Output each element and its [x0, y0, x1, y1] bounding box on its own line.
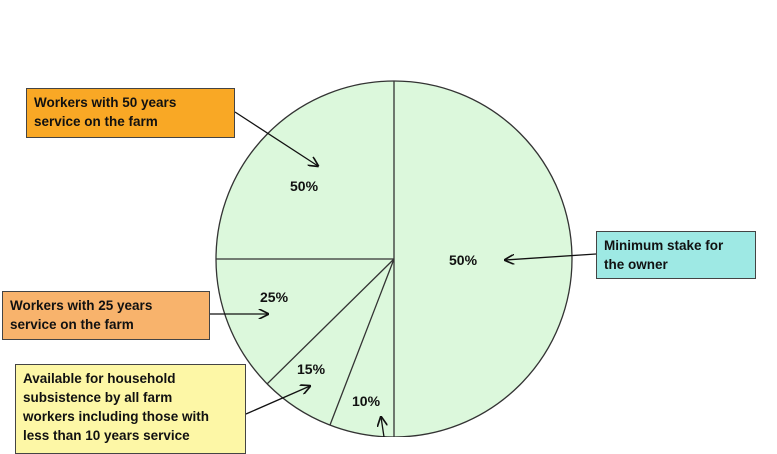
- callout-household-subsistence: Available for household subsistence by a…: [15, 364, 246, 454]
- slice-label-15: 15%: [297, 361, 326, 377]
- callout-household-line3: workers including those with: [23, 409, 210, 424]
- callout-owner-stake-line2: the owner: [604, 257, 668, 272]
- pie-dividers: [216, 81, 395, 437]
- callout-household-line2: subsistence by all farm: [23, 390, 173, 405]
- callout-workers-25-years-line2: service on the farm: [10, 317, 134, 332]
- divider-15-10: [329, 258, 395, 426]
- pie-diagram: 50% 10% 15% 25% 50%: [210, 80, 597, 437]
- connector-arrows: [210, 111, 597, 437]
- callout-owner-stake-line1: Minimum stake for: [604, 238, 724, 253]
- arrow-10: [381, 417, 384, 437]
- arrow-household: [245, 386, 310, 415]
- slice-label-10: 10%: [352, 393, 381, 409]
- callout-workers-50-years: Workers with 50 years service on the far…: [26, 88, 235, 138]
- divider-25-15: [266, 258, 395, 385]
- callout-owner-stake: Minimum stake for the owner: [596, 231, 756, 279]
- callout-workers-50-years-line2: service on the farm: [34, 114, 158, 129]
- callout-workers-25-years-line1: Workers with 25 years: [10, 298, 153, 313]
- slice-label-50-workers: 50%: [290, 178, 319, 194]
- arrow-owner: [505, 253, 597, 260]
- slice-label-25: 25%: [260, 289, 289, 305]
- arrow-50yrs: [234, 111, 318, 166]
- callout-household-line1: Available for household: [23, 371, 176, 386]
- callout-workers-25-years: Workers with 25 years service on the far…: [2, 291, 210, 340]
- callout-household-line4: less than 10 years service: [23, 428, 190, 443]
- callout-workers-50-years-line1: Workers with 50 years: [34, 95, 177, 110]
- slice-label-owner: 50%: [449, 252, 478, 268]
